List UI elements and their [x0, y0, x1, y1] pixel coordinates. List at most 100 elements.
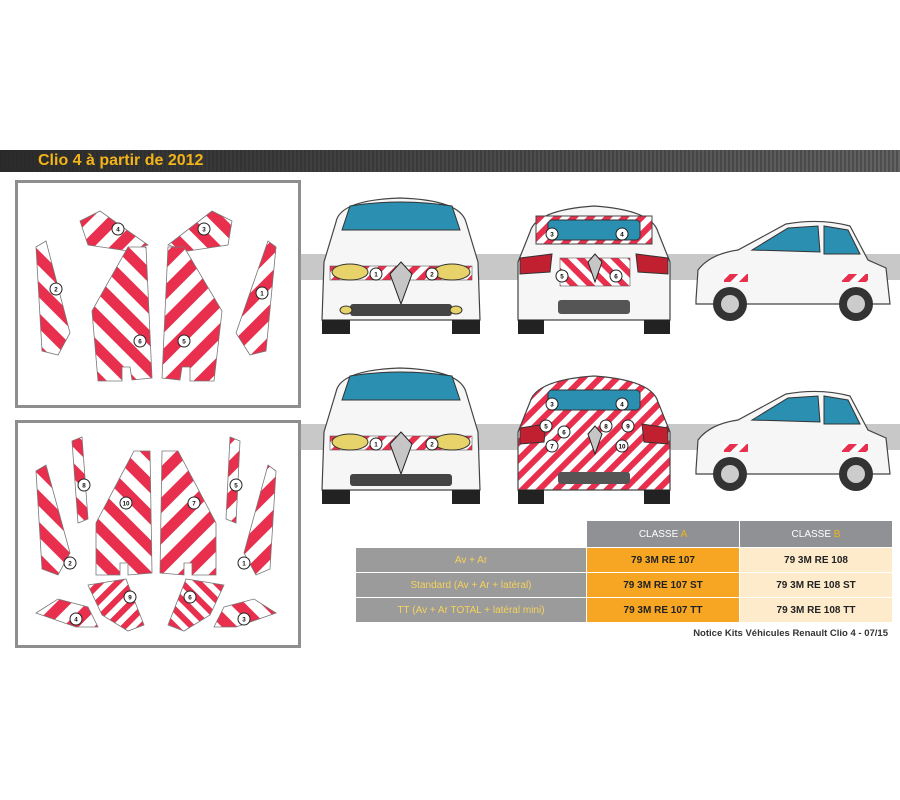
- number-badge-label: 5: [560, 273, 564, 280]
- car-front-view: [321, 197, 481, 334]
- stripe-piece-10: [95, 450, 153, 576]
- row-label: Standard (Av + Ar + latéral): [355, 572, 587, 598]
- number-badge: [49, 282, 63, 296]
- number-badge: [63, 556, 77, 570]
- header-class-b: CLASSE B: [739, 520, 893, 548]
- number-badge-label: 2: [54, 286, 58, 293]
- table-corner: [356, 521, 587, 548]
- number-badge: [545, 227, 559, 241]
- number-badge-label: 4: [620, 231, 624, 238]
- number-badge-label: 6: [562, 429, 566, 436]
- table-row: Av + Ar 79 3M RE 107 79 3M RE 108: [355, 547, 893, 573]
- title-bar-background: [0, 150, 900, 172]
- number-badge-label: 5: [182, 338, 186, 345]
- number-badge-label: 5: [544, 423, 548, 430]
- number-badge: [123, 590, 137, 604]
- kit-panel-standard: 4 3 2 1 6 5: [15, 180, 301, 408]
- class-a-ref: 79 3M RE 107: [586, 547, 740, 573]
- number-badge: [609, 269, 623, 283]
- number-badge: [599, 419, 613, 433]
- number-badge-label: 6: [138, 338, 142, 345]
- number-badge-label: 2: [430, 441, 434, 448]
- number-badge-label: 3: [202, 226, 206, 233]
- number-badge-label: 8: [82, 482, 86, 489]
- stripe-piece-5: [161, 246, 223, 382]
- number-badge: [197, 222, 211, 236]
- number-badge: [545, 439, 559, 453]
- car-front-view-tt: [321, 367, 481, 504]
- number-badge-label: 10: [618, 443, 626, 450]
- number-badge-label: 2: [68, 560, 72, 567]
- title-bar: Clio 4 à partir de 2012: [0, 150, 900, 172]
- stripe-piece-6b: [167, 578, 225, 632]
- number-badge-label: 6: [614, 273, 618, 280]
- car-side-view: [695, 220, 891, 321]
- number-badge: [615, 439, 629, 453]
- car-side-view-tt: [695, 390, 891, 491]
- number-badge-label: 7: [192, 500, 196, 507]
- number-badge: [133, 334, 147, 348]
- page-title: Clio 4 à partir de 2012: [38, 152, 204, 169]
- number-badge: [615, 397, 629, 411]
- number-badge: [183, 590, 197, 604]
- notice-footer: Notice Kits Véhicules Renault Clio 4 - 0…: [693, 628, 888, 639]
- class-b-ref: 79 3M RE 108 ST: [739, 572, 893, 598]
- stripe-piece-4b: [35, 598, 99, 628]
- number-badge: [555, 269, 569, 283]
- class-a-ref: 79 3M RE 107 TT: [586, 597, 740, 623]
- number-badge-label: 4: [116, 226, 120, 233]
- number-badge: [369, 267, 383, 281]
- class-a-ref: 79 3M RE 107 ST: [586, 572, 740, 598]
- number-badge: [621, 419, 635, 433]
- stripe-piece-6: [91, 246, 153, 382]
- number-badge: [255, 286, 269, 300]
- number-badge-label: 9: [128, 594, 132, 601]
- number-badge: [425, 267, 439, 281]
- number-badge: [77, 478, 91, 492]
- number-badge-label: 4: [74, 616, 78, 623]
- number-badge: [237, 612, 251, 626]
- number-badge: [187, 496, 201, 510]
- kit-pieces-diagram: 4 3 2 1 6 5: [35, 210, 277, 382]
- number-badge: [545, 397, 559, 411]
- stripe-piece-1b: [243, 464, 277, 576]
- number-badge-label: 1: [260, 290, 264, 297]
- number-badge-label: 1: [242, 560, 246, 567]
- number-badge-label: 3: [242, 616, 246, 623]
- table-row: TT (Av + Ar TOTAL + latéral mini) 79 3M …: [355, 597, 893, 623]
- number-badge-label: 3: [550, 401, 554, 408]
- brand-logo-icon-tt: [389, 431, 413, 476]
- number-badge-label: 5: [234, 482, 238, 489]
- stripe-piece-1: [235, 240, 277, 356]
- class-reference-table: CLASSE A CLASSE B Av + Ar 79 3M RE 107 7…: [355, 520, 893, 623]
- header-class-a: CLASSE A: [586, 520, 740, 548]
- number-badge-label: 7: [550, 443, 554, 450]
- number-badge-label: 8: [604, 423, 608, 430]
- number-badge: [111, 222, 125, 236]
- class-b-ref: 79 3M RE 108: [739, 547, 893, 573]
- stripe-piece-7: [159, 450, 217, 576]
- row-label: Av + Ar: [355, 547, 587, 573]
- table-row: Standard (Av + Ar + latéral) 79 3M RE 10…: [355, 572, 893, 598]
- class-b-ref: 79 3M RE 108 TT: [739, 597, 893, 623]
- car-rear-view: [517, 205, 671, 334]
- kit1-number-badges: 4 3 2 1 6 5: [49, 222, 269, 348]
- number-badge: [369, 437, 383, 451]
- number-badge-label: 1: [374, 271, 378, 278]
- number-badge-label: 6: [188, 594, 192, 601]
- number-badge-label: 9: [626, 423, 630, 430]
- number-badge-label: 3: [550, 231, 554, 238]
- number-badge: [229, 478, 243, 492]
- number-badge: [177, 334, 191, 348]
- number-badge: [615, 227, 629, 241]
- number-badge: [119, 496, 133, 510]
